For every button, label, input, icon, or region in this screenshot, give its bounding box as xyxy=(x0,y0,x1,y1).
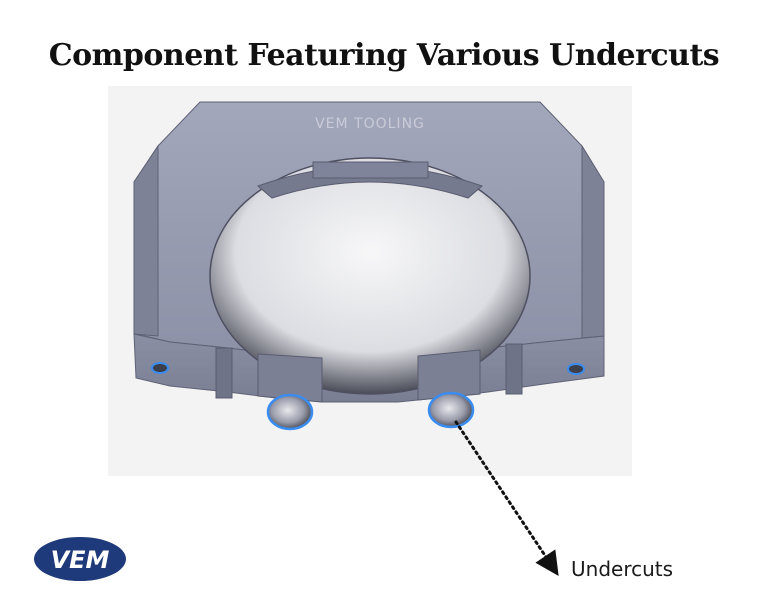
cad-render: VEM TOOLING xyxy=(108,86,632,476)
undercut-hole-small-right xyxy=(567,363,585,375)
logo-text: VEM xyxy=(51,546,110,574)
undercut-hole-small-left xyxy=(151,362,169,374)
undercut-hole-left xyxy=(266,393,314,431)
central-bore xyxy=(209,157,531,395)
bore-slot xyxy=(312,161,429,179)
pocket-left xyxy=(257,353,323,403)
engraving-text: VEM TOOLING xyxy=(315,116,425,132)
page-title: Component Featuring Various Undercuts xyxy=(48,38,720,73)
left-chamfer xyxy=(133,144,159,337)
undercuts-label: Undercuts xyxy=(571,557,674,581)
undercut-hole-right xyxy=(427,391,475,429)
notch-right xyxy=(505,343,523,395)
right-chamfer xyxy=(581,144,605,339)
notch-left xyxy=(215,347,233,399)
component-model: VEM TOOLING xyxy=(133,101,605,431)
vem-logo: VEM xyxy=(32,534,128,588)
pocket-right xyxy=(417,349,481,401)
